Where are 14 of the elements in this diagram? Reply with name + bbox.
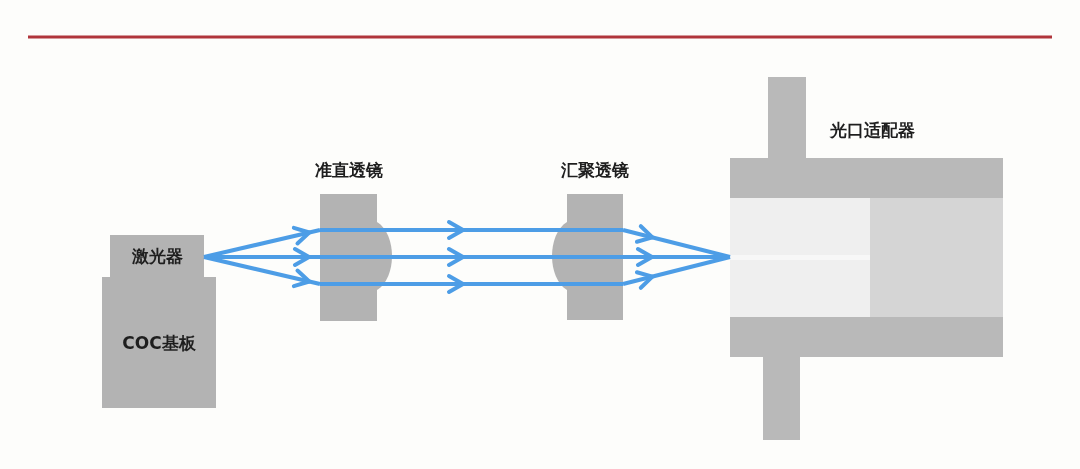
component-label: COC基板 [122,331,196,354]
component-label: 激光器 [131,245,183,267]
light-beam-arrow [392,220,552,240]
substrate-block [102,277,216,408]
light-beam-arrow [203,255,321,289]
light-beam-arrow [392,247,552,267]
adapter-label: 光口适配器 [830,119,915,141]
light-beam-arrow [204,247,320,267]
light-beam-arrow [392,274,552,294]
lens-label: 汇聚透镜 [560,159,630,181]
light-beam-arrow [622,255,731,290]
light-beam-arrow [623,247,730,267]
laser-block [110,235,204,277]
lens-label: 准直透镜 [313,159,384,181]
